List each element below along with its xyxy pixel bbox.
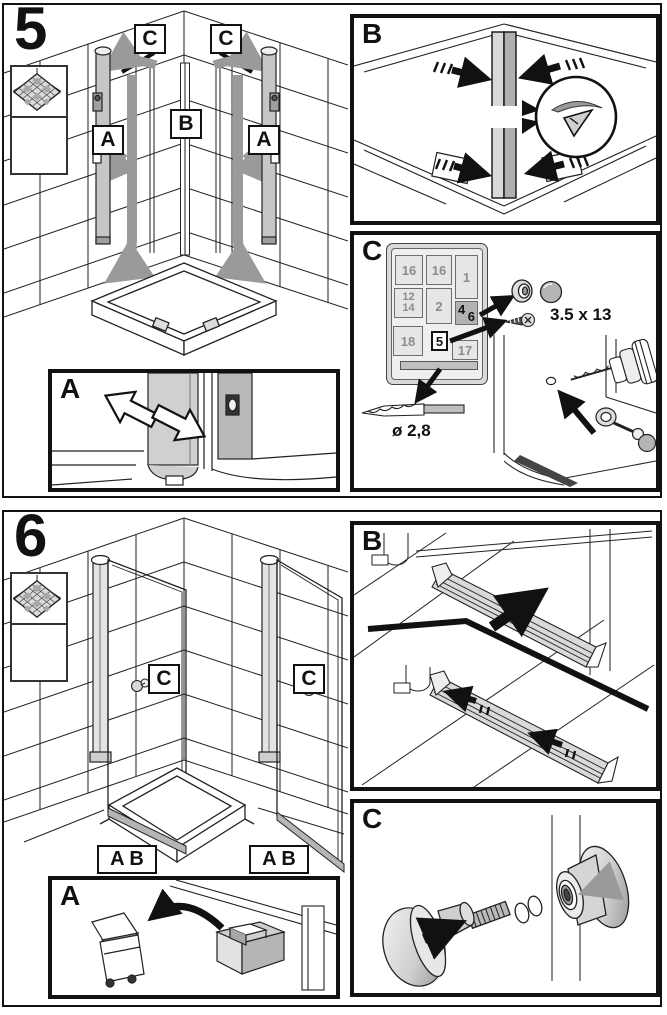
slot-14-number: 14 — [402, 302, 415, 314]
step5-inset-a-illustration — [52, 373, 336, 486]
drill-diameter-label: ø 2,8 — [392, 421, 431, 440]
step5-inset-b-illustration — [354, 23, 656, 215]
label-a-left: A — [92, 125, 124, 155]
surface-icons — [10, 572, 68, 682]
slot-6-number: 6 — [467, 309, 475, 324]
slot-12-number: 12 — [402, 291, 415, 303]
step6-inset-c: C — [350, 799, 660, 997]
step5-main-illustration — [4, 10, 348, 356]
step-number: 6 — [14, 502, 47, 569]
step6-inset-c-illustration — [382, 815, 630, 987]
tray-slot-4-6: 4 6 — [455, 301, 478, 325]
tray-slot-18: 18 — [393, 326, 423, 356]
step5-inset-a: A — [48, 369, 340, 492]
step-number: 5 — [14, 0, 47, 62]
tray-slot-strip — [400, 361, 478, 370]
step6-inset-b-illustration — [354, 529, 655, 787]
step6-main-illustration — [4, 517, 348, 874]
tiled-floor-icon — [12, 67, 66, 169]
screw-size-label: 3.5 x 13 — [550, 305, 612, 324]
tray-slot-16b: 16 — [426, 255, 452, 285]
step6-inset-b: B — [350, 521, 660, 791]
step6-panel: 6 C C A B A B A — [2, 506, 662, 1007]
label-c-right: C — [210, 24, 242, 54]
surface-icons — [10, 65, 68, 175]
step5-panel: 5 C C B A A A — [2, 0, 662, 498]
tray-slot-5: 5 — [431, 331, 448, 351]
label-c-left: C — [148, 664, 180, 694]
label-ab-left: A B — [97, 845, 157, 874]
inset-a-letter: A — [60, 880, 81, 911]
label-c-right: C — [293, 664, 325, 694]
inset-c-letter: C — [362, 803, 383, 834]
tray-slot-2: 2 — [426, 288, 452, 324]
inset-b-letter: B — [362, 525, 383, 556]
label-ab-right: A B — [249, 845, 309, 874]
tiled-floor-icon — [12, 574, 66, 676]
label-b: B — [170, 109, 202, 139]
tray-slot-1: 1 — [455, 255, 478, 299]
tray-slot-17: 17 — [452, 340, 478, 360]
label-a-right: A — [248, 125, 280, 155]
label-c-left: C — [134, 24, 166, 54]
slot-4-number: 4 — [458, 302, 466, 317]
inset-a-letter: A — [60, 373, 81, 404]
step6-inset-a: A — [48, 876, 340, 999]
step6-inset-a-illustration — [91, 880, 336, 991]
tray-slot-16a: 16 — [395, 255, 423, 285]
inset-b-letter: B — [362, 18, 383, 49]
step5-inset-b: B — [350, 14, 660, 225]
inset-c-letter: C — [362, 235, 383, 266]
